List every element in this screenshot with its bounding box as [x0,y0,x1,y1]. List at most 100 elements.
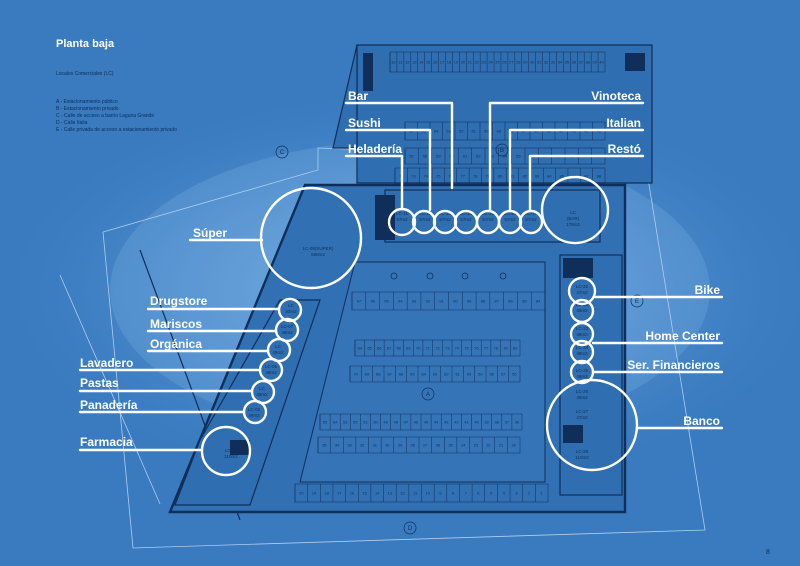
parking-bays [294,51,606,503]
parking-bay-number: 86 [508,299,513,304]
parking-bay-number: 17 [440,60,445,65]
parking-bay-number: 25 [495,60,500,65]
unit-lc-bar: LC(BAR)178m2 [566,210,580,227]
parking-bay-number: 7 [465,491,468,496]
parking-bay-number: 28 [516,60,521,65]
parking-bay-number: 90 [453,299,458,304]
parking-bay-number: 50 [373,420,378,425]
parking-bay-number: 40 [599,60,604,65]
parking-bay-number: 57 [501,372,506,377]
parking-bay-number: 64 [503,154,508,159]
stair-core-3 [563,425,583,443]
parking-bay-number: 28 [410,443,415,448]
parking-bay-number: 27 [509,60,514,65]
label-farmacia: Farmacia [80,435,133,449]
parking-bay-number: 85 [560,174,565,179]
parking-bay-number: 62 [476,154,481,159]
parking-bay-number: 16 [350,491,355,496]
leader-bar [344,101,454,190]
parking-bay-number: 88 [481,299,486,304]
stair-core-2 [563,258,593,278]
parking-bay-number: 85 [522,299,527,304]
parking-bay-number: 87 [584,174,589,179]
highlight-super [259,186,363,290]
highlight-banco [545,378,639,472]
parking-bay-number: 2 [528,491,531,496]
parking-bay-number: 12 [400,491,405,496]
legend-item-e: E - Calle privada de acceso a estacionam… [56,127,177,133]
parking-bay-number: 34 [335,443,340,448]
parking-bay-number: 68 [396,346,401,351]
parking-bay-number: 58 [489,372,494,377]
parking-bay-number: 33 [347,443,352,448]
column-markers [390,272,507,280]
parking-bay-number: 66 [399,372,404,377]
parking-bay-number: 74 [455,346,460,351]
parking-bay-number: 75 [436,174,441,179]
parking-bay-number: 72 [435,346,440,351]
parking-bay-number: 67 [387,372,392,377]
parking-bay-number: 15 [362,491,367,496]
parking-bay-number: 96 [370,299,375,304]
parking-bay-number: 40 [474,420,479,425]
parking-bay-number: 20 [299,491,304,496]
parking-bay-number: 33 [551,60,556,65]
legend-item-c: C - Calle de acceso a barrio Laguna Gran… [56,113,155,119]
parking-bay-number: 48 [394,420,399,425]
parking-bay-number: 24 [461,443,466,448]
parking-bay-number: 19 [454,60,459,65]
parking-bay-number: 54 [434,129,439,134]
parking-bay-number: 1 [541,491,544,496]
parking-bay-number: 31 [373,443,378,448]
parking-bay-number: 19 [312,491,317,496]
parking-bay-number: 68 [376,372,381,377]
parking-bay-number: 53 [447,129,452,134]
parking-bay-number: 78 [494,346,499,351]
stair-core-1 [375,195,395,240]
parking-bay-number: 18 [447,60,452,65]
parking-bay-number: 66 [377,346,382,351]
parking-bay-number: 20 [511,443,516,448]
parking-bay-number: 43 [444,420,449,425]
parking-bay-number: 11 [413,491,418,496]
street-line [59,274,161,505]
parking-bay-number: 64 [358,346,363,351]
parking-bay-number: 52 [459,129,464,134]
store-highlights [78,101,724,477]
parking-bay-number: 25 [448,443,453,448]
parking-bay-number: 26 [502,60,507,65]
parking-bay-number: 70 [416,346,421,351]
parking-bay-number: 89 [467,299,472,304]
parking-bay-number: 87 [495,299,500,304]
label-panaderia: Panadería [80,398,138,412]
parking-bay-number: 81 [510,174,515,179]
zone-a-label: A [426,392,430,398]
parking-bay-number: 38 [495,420,500,425]
label-mariscos: Mariscos [150,317,202,331]
parking-bay-number: 77 [461,174,466,179]
parking-bay-number: 60 [467,372,472,377]
parking-bay-number: 38 [585,60,590,65]
parking-bay-number: 84 [536,299,541,304]
legend-item-b: B - Estacionamiento privado [56,106,119,112]
highlight-lc-bar [540,175,610,245]
parking-bay-number: 14 [375,491,380,496]
parking-bay-number: 4 [503,491,506,496]
parking-bay-number: 59 [478,372,483,377]
label-pastas: Pastas [80,376,119,390]
label-sushi: Sushi [348,116,381,130]
label-resto: Restó [608,142,641,156]
parking-bay-number: 79 [503,346,508,351]
parking-bay-number: 58 [423,154,428,159]
stair-core-4 [230,440,250,455]
parking-bay-number: 30 [385,443,390,448]
